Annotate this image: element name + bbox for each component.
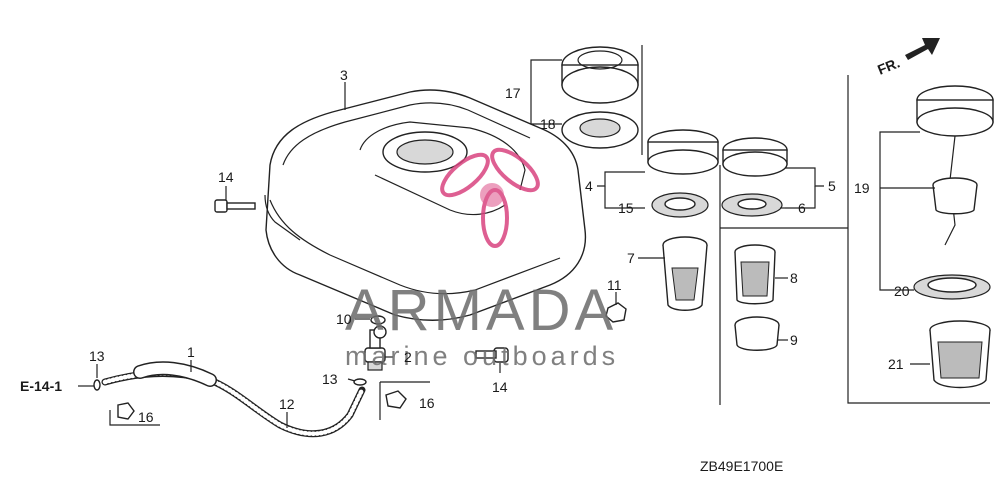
washer-10: [370, 315, 386, 325]
label-part-21: 21: [888, 356, 904, 372]
label-part-5: 5: [828, 178, 836, 194]
label-part-10: 10: [336, 311, 352, 327]
label-part-3: 3: [340, 67, 348, 83]
ring-9: [734, 316, 780, 351]
label-part-8: 8: [790, 270, 798, 286]
label-part-16-left: 16: [138, 409, 154, 425]
gasket-6: [721, 193, 783, 217]
label-part-2: 2: [404, 349, 412, 365]
label-part-7: 7: [627, 250, 635, 266]
section-separators: [109, 45, 990, 426]
leader-lines: [78, 59, 935, 428]
cap-4: [647, 129, 719, 175]
label-part-16-right: 16: [419, 395, 435, 411]
armada-watermark: ARMADA marine outboards: [345, 147, 619, 371]
watermark-tagline: marine outboards: [345, 341, 619, 371]
cap-19: [916, 85, 994, 246]
reference-label: E-14-1: [20, 378, 62, 394]
cap-5: [722, 137, 788, 177]
front-label: FR.: [875, 54, 902, 77]
watermark-brand: ARMADA: [345, 278, 617, 343]
label-part-15: 15: [618, 200, 634, 216]
clip-16-right: [385, 390, 407, 409]
label-part-9: 9: [790, 332, 798, 348]
label-part-14-left: 14: [218, 169, 234, 185]
label-part-17: 17: [505, 85, 521, 101]
label-part-12: 12: [279, 396, 295, 412]
strainer-8: [734, 244, 776, 305]
label-part-19: 19: [854, 180, 870, 196]
fuel-hose: [101, 361, 366, 438]
label-part-6: 6: [798, 200, 806, 216]
propeller-logo: [440, 147, 540, 248]
clip-13-right: [353, 378, 367, 386]
strainer-7: [662, 236, 708, 311]
front-arrow-icon: [905, 38, 940, 60]
label-part-13-right: 13: [322, 371, 338, 387]
fuel-cock: [364, 325, 387, 371]
diagram-code: ZB49E1700E: [700, 458, 783, 474]
cap-17: [561, 46, 639, 104]
bolt-right: [475, 347, 509, 363]
gasket-20: [913, 274, 991, 300]
label-part-20: 20: [894, 283, 910, 299]
label-part-11: 11: [607, 277, 622, 293]
strainer-21: [929, 320, 991, 389]
label-part-18: 18: [540, 116, 556, 132]
clip-13-left: [93, 379, 101, 391]
nut-11: [605, 302, 627, 323]
part-labels: 3 17 18 4 15 5 6 7 8 9 11 10 2 1 13 13 1…: [20, 67, 910, 474]
front-direction-indicator: FR.: [875, 38, 940, 78]
label-part-13-left: 13: [89, 348, 105, 364]
fuel-tank: [264, 89, 587, 321]
gasket-15: [651, 192, 709, 218]
label-part-14-right: 14: [492, 379, 508, 395]
clip-16-left: [117, 402, 135, 420]
bolt-left: [214, 199, 256, 213]
gasket-18: [561, 111, 639, 149]
label-part-4: 4: [585, 178, 593, 194]
label-part-1: 1: [187, 344, 195, 360]
